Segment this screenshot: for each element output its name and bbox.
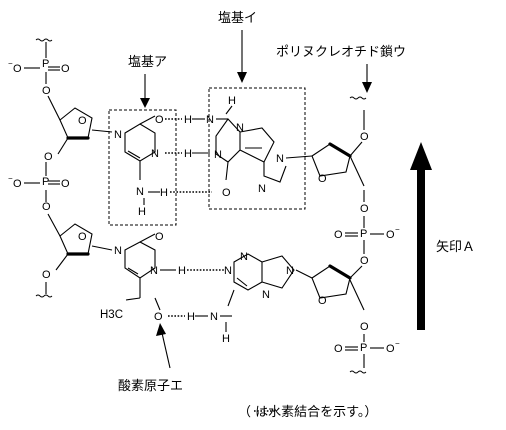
svg-text:O: O bbox=[78, 115, 87, 127]
svg-text:H: H bbox=[138, 206, 146, 218]
svg-text:O: O bbox=[386, 343, 395, 355]
svg-text:O: O bbox=[334, 229, 343, 241]
svg-text:−: − bbox=[395, 339, 400, 348]
label-base-i: 塩基イ bbox=[218, 11, 257, 26]
arrowhead-oxygen-e bbox=[156, 323, 166, 336]
svg-text:P: P bbox=[360, 228, 367, 240]
svg-text:H: H bbox=[160, 187, 168, 199]
svg-text:O: O bbox=[154, 311, 163, 323]
svg-text:N: N bbox=[214, 149, 222, 161]
svg-text:N: N bbox=[286, 265, 294, 277]
svg-text:N: N bbox=[224, 265, 232, 277]
svg-text:O: O bbox=[334, 343, 343, 355]
box-base-a bbox=[108, 109, 177, 226]
svg-text:N: N bbox=[258, 183, 266, 195]
arrowhead-base-a bbox=[140, 98, 150, 108]
label-arrow-a: 矢印Ａ bbox=[436, 240, 475, 255]
svg-text:N: N bbox=[236, 122, 244, 134]
svg-text:O: O bbox=[42, 201, 51, 213]
svg-text:−: − bbox=[8, 59, 13, 68]
svg-text:O: O bbox=[42, 269, 51, 281]
svg-text:O: O bbox=[61, 63, 70, 75]
arrow-oxygen-e bbox=[161, 332, 171, 369]
adenine-ring: N N H N N N bbox=[210, 251, 295, 345]
svg-text:O: O bbox=[61, 178, 70, 190]
svg-text:H: H bbox=[178, 265, 186, 277]
svg-text:O: O bbox=[13, 178, 22, 190]
svg-text:O: O bbox=[222, 187, 231, 199]
arrowhead-chain-u bbox=[362, 82, 372, 93]
svg-text:O: O bbox=[386, 229, 395, 241]
svg-text:O: O bbox=[155, 114, 164, 126]
left-backbone: P O O − O O O P O O − O O O bbox=[8, 38, 113, 298]
svg-text:N: N bbox=[151, 148, 159, 160]
svg-text:H: H bbox=[184, 148, 192, 160]
svg-text:O: O bbox=[360, 131, 369, 143]
label-chain-u: ポリヌクレオチド鎖ウ bbox=[276, 44, 406, 60]
svg-text:H: H bbox=[222, 333, 230, 345]
svg-text:P: P bbox=[42, 58, 49, 70]
svg-text:O: O bbox=[318, 295, 327, 307]
svg-text:H3C: H3C bbox=[100, 309, 123, 321]
thymine-ring: N O N H O H3C bbox=[100, 231, 186, 323]
base-i-ring: N H N N O N N bbox=[206, 95, 287, 199]
svg-text:O: O bbox=[44, 151, 53, 163]
svg-text:O: O bbox=[360, 203, 369, 215]
svg-text:H: H bbox=[184, 114, 192, 126]
arrow-a-head bbox=[410, 142, 432, 170]
svg-text:H: H bbox=[228, 95, 236, 107]
right-backbone: O O O P O O − O O O P O O − bbox=[311, 96, 400, 374]
caption: （ は水素結合を示す。） bbox=[238, 405, 377, 420]
svg-text:N: N bbox=[114, 245, 122, 257]
svg-text:N: N bbox=[114, 129, 122, 141]
svg-text:O: O bbox=[318, 173, 327, 185]
svg-text:N: N bbox=[210, 311, 218, 323]
svg-text:H: H bbox=[187, 311, 195, 323]
svg-text:−: − bbox=[395, 225, 400, 234]
svg-text:N: N bbox=[262, 289, 270, 301]
svg-text:−: − bbox=[8, 174, 13, 183]
svg-text:N: N bbox=[150, 265, 158, 277]
svg-text:O: O bbox=[360, 321, 369, 333]
svg-text:N: N bbox=[240, 251, 248, 263]
svg-text:O: O bbox=[78, 231, 87, 243]
svg-text:O: O bbox=[155, 231, 164, 243]
svg-text:P: P bbox=[360, 342, 367, 354]
label-oxygen-e: 酸素原子エ bbox=[118, 379, 183, 394]
svg-text:N: N bbox=[206, 114, 214, 126]
svg-text:N: N bbox=[276, 153, 284, 165]
svg-text:O: O bbox=[42, 85, 51, 97]
base-a-ring: N N O N H H bbox=[114, 114, 168, 218]
label-base-a: 塩基ア bbox=[128, 55, 167, 70]
svg-text:N: N bbox=[136, 186, 144, 198]
svg-text:O: O bbox=[13, 63, 22, 75]
box-base-i bbox=[208, 87, 306, 210]
arrowhead-base-i bbox=[237, 72, 247, 83]
svg-text:O: O bbox=[360, 255, 369, 267]
svg-text:P: P bbox=[42, 176, 49, 188]
